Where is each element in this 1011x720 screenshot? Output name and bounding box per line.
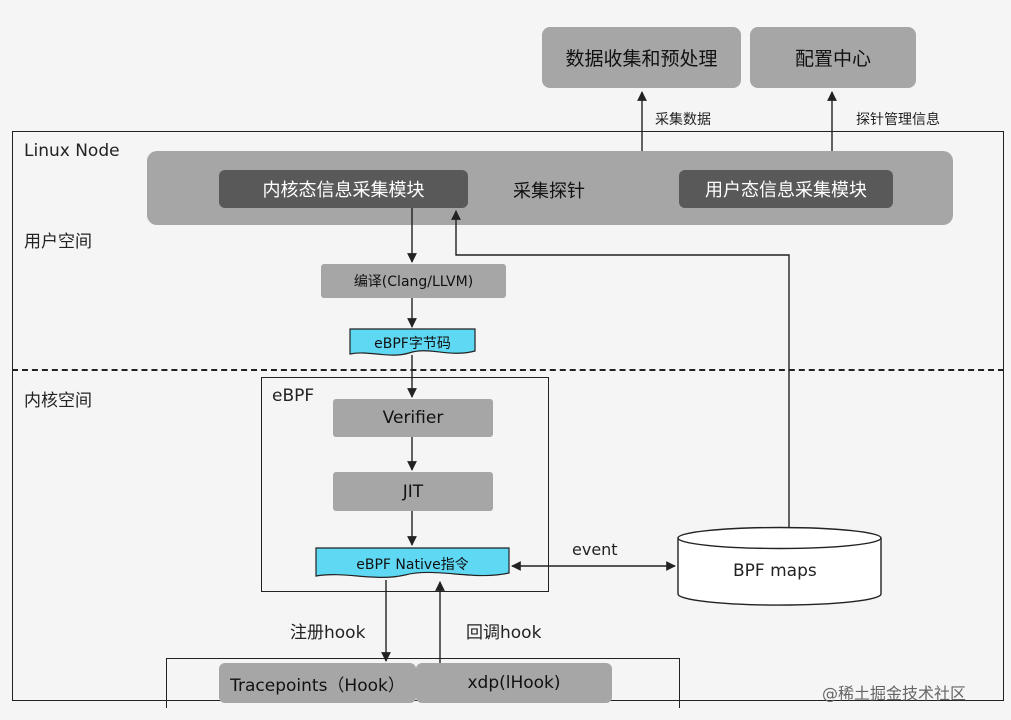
user-collector-module: 用户态信息采集模块 bbox=[679, 170, 893, 208]
probe-manage-label: 探针管理信息 bbox=[856, 112, 940, 128]
tracepoints-hook-box: Tracepoints（Hook） bbox=[219, 663, 416, 703]
native-doc: eBPF Native指令 bbox=[315, 547, 510, 580]
event-label: event bbox=[572, 540, 618, 559]
bytecode-doc: eBPF字节码 bbox=[349, 328, 476, 357]
verifier-box: Verifier bbox=[333, 399, 493, 437]
linux-node-title: Linux Node bbox=[24, 141, 120, 161]
native-doc-shape bbox=[315, 547, 510, 578]
compile-box: 编译(Clang/LLVM) bbox=[321, 264, 506, 298]
collect-preprocess-box: 数据收集和预处理 bbox=[542, 27, 741, 88]
jit-box: JIT bbox=[333, 472, 493, 511]
xdp-hook-box: xdp(lHook) bbox=[416, 663, 612, 703]
callback-hook-label: 回调hook bbox=[466, 623, 542, 643]
native-label: eBPF Native指令 bbox=[356, 556, 469, 573]
bpf-maps-label: BPF maps bbox=[733, 561, 817, 581]
bytecode-doc-shape bbox=[349, 328, 476, 356]
ebpf-title: eBPF bbox=[272, 386, 315, 406]
bpf-maps-cylinder bbox=[677, 526, 882, 606]
watermark: @稀土掘金技术社区 bbox=[822, 684, 967, 703]
probe-label: 采集探针 bbox=[513, 181, 585, 202]
register-hook-label: 注册hook bbox=[290, 623, 366, 643]
ebpf-container bbox=[261, 377, 549, 592]
kernel-collector-module: 内核态信息采集模块 bbox=[219, 170, 468, 208]
space-separator bbox=[12, 369, 1004, 371]
hook-frame bbox=[166, 658, 680, 708]
cylinder-shape bbox=[677, 526, 882, 606]
collect-data-label: 采集数据 bbox=[655, 112, 711, 128]
kernel-space-label: 内核空间 bbox=[24, 391, 92, 411]
user-space-label: 用户空间 bbox=[24, 232, 92, 252]
config-center-box: 配置中心 bbox=[750, 27, 916, 88]
bytecode-label: eBPF字节码 bbox=[374, 335, 451, 352]
